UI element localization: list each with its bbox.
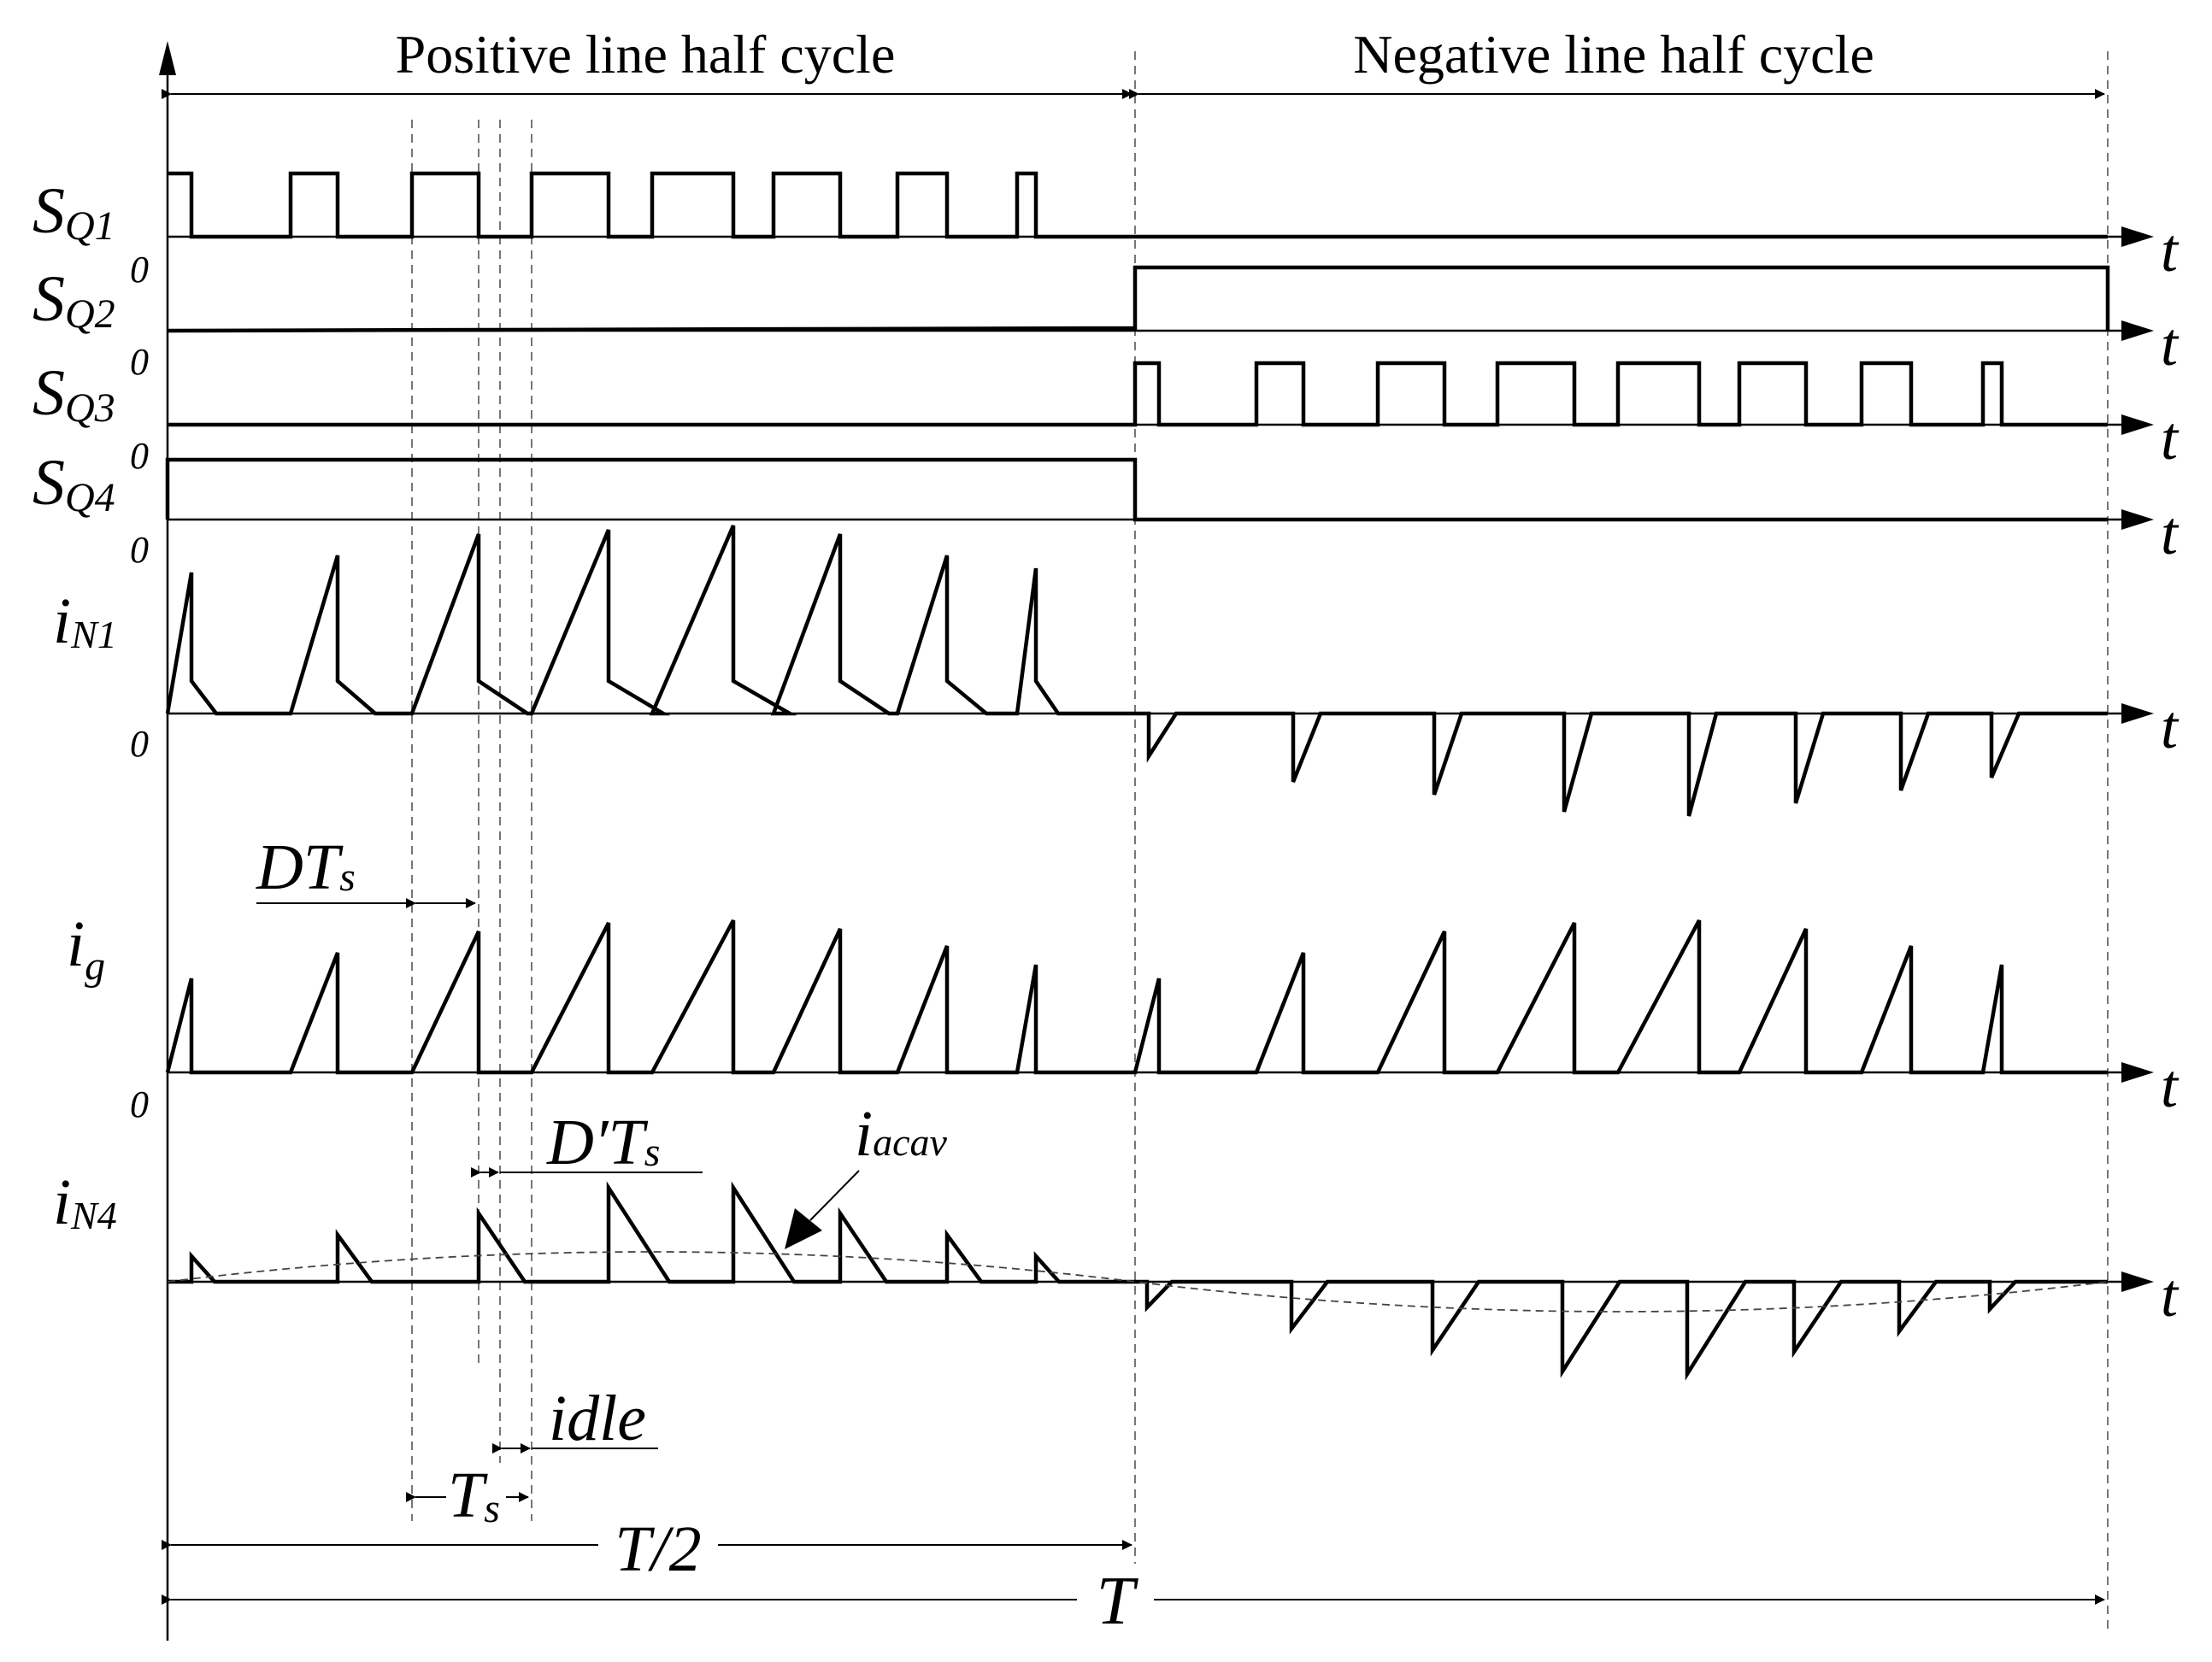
label-sq1: SQ1 xyxy=(32,175,115,249)
zero-label-in1-top: 0 xyxy=(130,529,149,571)
iacav-label: iacav xyxy=(855,1098,948,1170)
iacav-pointer-arrow-icon xyxy=(785,1208,822,1249)
t-axis-label: t xyxy=(2161,404,2180,473)
time-axis-arrow-icon xyxy=(2121,414,2154,435)
timing-guide-lines xyxy=(411,51,2109,1632)
zero-label-sq2: 0 xyxy=(130,249,149,291)
waveform-sq3 xyxy=(168,361,2108,427)
signal-labels: SQ1 SQ2 SQ3 SQ4 iN1 ig iN4 xyxy=(32,175,117,1238)
iacav-pointer-line xyxy=(809,1170,860,1221)
t-axis-label: t xyxy=(2161,1052,2180,1120)
t-axis-label: t xyxy=(2161,310,2180,379)
negative-half-label: Negative line half cycle xyxy=(1353,24,1874,85)
waveform-iacav-average xyxy=(167,1251,2109,1313)
t-axis-label: t xyxy=(2161,693,2180,761)
label-sq3: SQ3 xyxy=(32,357,115,431)
positive-half-label: Positive line half cycle xyxy=(396,24,896,85)
half-period-label-background xyxy=(598,1512,718,1572)
zero-label-sq3: 0 xyxy=(130,341,149,383)
time-axis-arrow-icon xyxy=(2121,320,2154,341)
time-axis-arrow-icon xyxy=(2121,226,2154,247)
zero-labels: 0 0 0 0 0 0 xyxy=(130,249,149,1125)
waveform-sq1 xyxy=(168,171,2108,239)
vertical-axis-arrow-icon xyxy=(159,41,176,75)
waveform-in1 xyxy=(165,525,2108,817)
label-in4: iN4 xyxy=(53,1166,117,1238)
zero-label-in1: 0 xyxy=(130,723,149,765)
time-axis-arrow-icon xyxy=(2121,509,2154,530)
zero-label-ig: 0 xyxy=(130,1084,149,1125)
dprime-ts-label: D′Ts xyxy=(546,1107,660,1178)
time-axis-arrow-icon xyxy=(2121,703,2154,724)
time-axis-arrow-icon xyxy=(2121,1271,2154,1292)
label-sq2: SQ2 xyxy=(32,263,115,337)
waveform-in4 xyxy=(168,1181,2108,1381)
full-period-label-background xyxy=(1077,1571,1154,1630)
t-axis-label: t xyxy=(2161,499,2180,567)
half-cycle-header: Positive line half cycle Negative line h… xyxy=(162,24,2105,99)
full-period-label: T xyxy=(1097,1564,1139,1639)
ts-label-background xyxy=(446,1463,506,1523)
t-axis-label: t xyxy=(2161,1261,2180,1330)
zero-label-sq4: 0 xyxy=(130,435,149,477)
waveforms xyxy=(165,171,2110,1381)
waveform-sq4 xyxy=(165,457,2108,522)
t-axis-label: t xyxy=(2161,216,2180,285)
waveform-sq2 xyxy=(167,265,2110,333)
waveform-ig xyxy=(165,919,2108,1075)
label-sq4: SQ4 xyxy=(32,447,115,520)
idle-label: idle xyxy=(549,1383,646,1454)
annotations: DTs D′Ts iacav idle Ts T/2 T xyxy=(162,831,2105,1639)
ts-label: Ts xyxy=(448,1459,500,1531)
time-axis-arrow-icon xyxy=(2121,1062,2154,1083)
half-period-label: T/2 xyxy=(615,1513,701,1585)
label-in1: iN1 xyxy=(53,585,117,657)
label-ig: ig xyxy=(67,908,105,989)
dts-label: DTs xyxy=(256,831,356,903)
